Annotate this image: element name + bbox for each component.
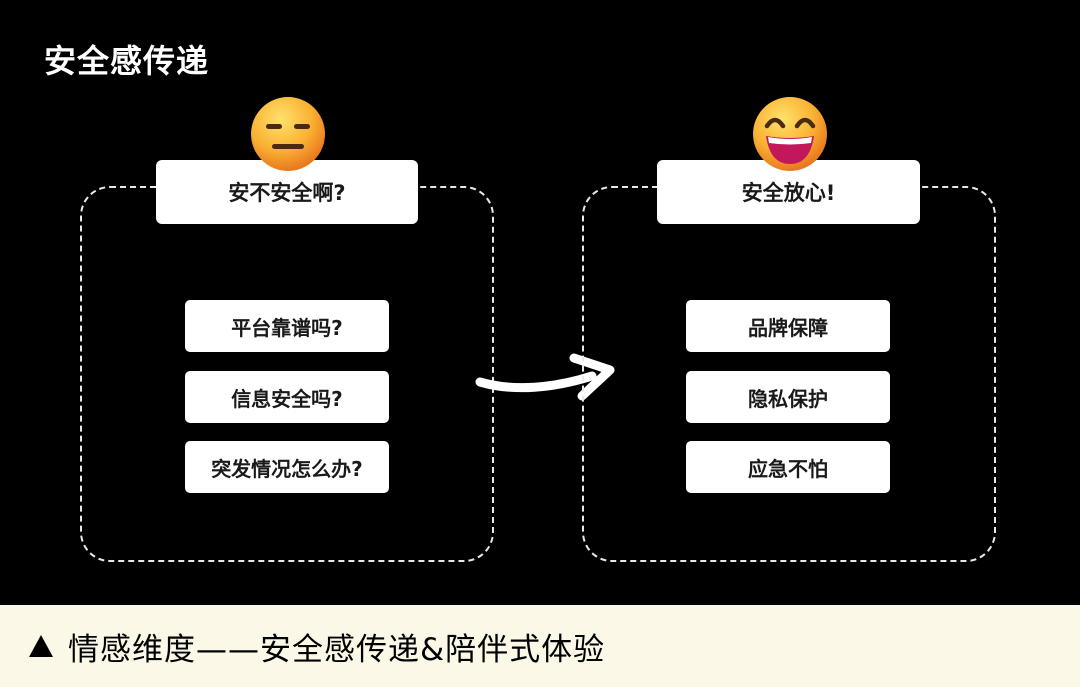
left-item-2: 信息安全吗?: [185, 371, 389, 423]
triangle-up-icon: [29, 635, 53, 657]
left-item-1: 平台靠谱吗?: [185, 300, 389, 352]
right-item-1: 品牌保障: [686, 300, 890, 352]
page-title: 安全感传递: [44, 42, 210, 80]
caption-text: 情感维度——安全感传递&陪伴式体验: [68, 631, 606, 668]
grinning-face-icon: [753, 97, 827, 171]
diagram-canvas: 安全感传递 安不安全啊? 平台靠谱吗? 信息安全吗? 突发情况怎么办? 安全放心…: [44, 42, 996, 562]
left-item-3: 突发情况怎么办?: [185, 441, 389, 493]
right-item-2: 隐私保护: [686, 371, 890, 423]
caption-bar: 情感维度——安全感传递&陪伴式体验: [0, 605, 1080, 687]
expressionless-face-icon: [251, 97, 325, 171]
right-item-3: 应急不怕: [686, 441, 890, 493]
curved-arrow-icon: [475, 353, 615, 401]
